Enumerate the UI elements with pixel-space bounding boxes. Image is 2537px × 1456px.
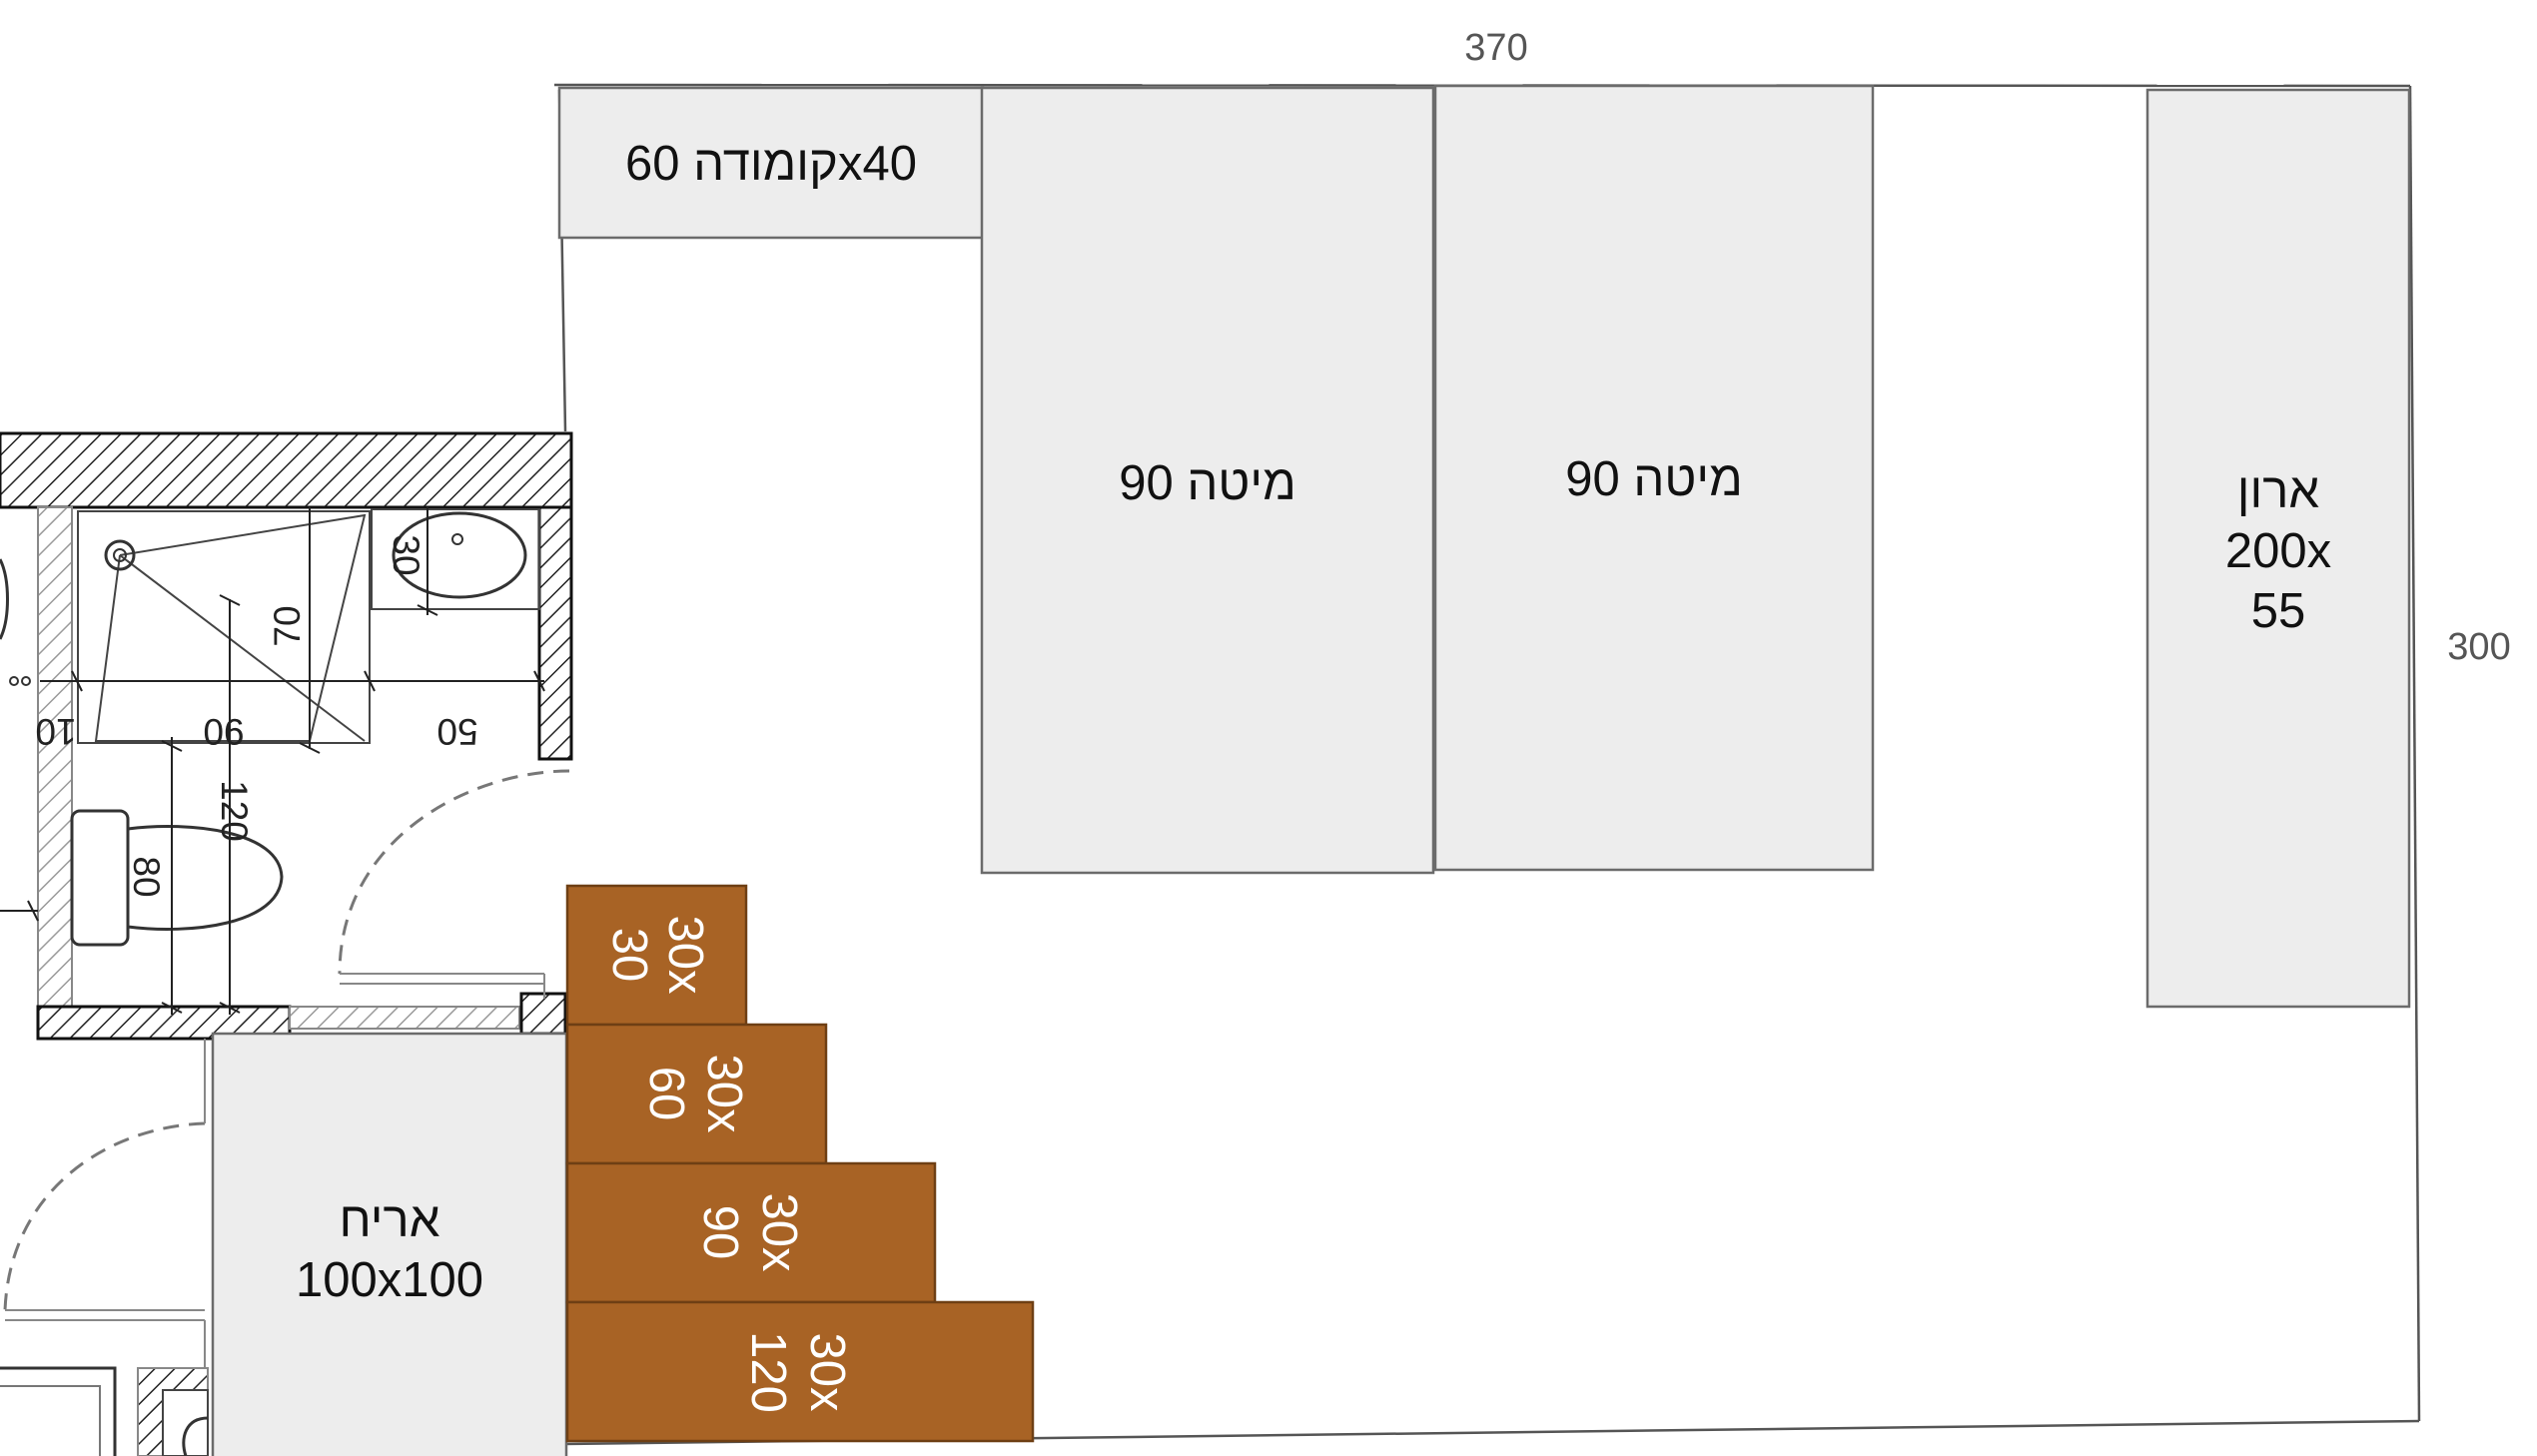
sink-counter <box>371 508 540 610</box>
nightstand-label: קומודה 60x40 <box>625 137 917 191</box>
step-30-line1: 30x <box>658 915 712 994</box>
steps: 30x 30 30x 60 30x 90 30x 120 <box>565 884 1035 1443</box>
bath-dim-50: 50 <box>436 711 477 752</box>
step-60-line2: 60 <box>639 1067 693 1121</box>
shower-drain-icon <box>104 539 136 571</box>
bed-left-label: מיטה 90 <box>1119 456 1296 510</box>
wardrobe-label-line3: 55 <box>2251 584 2306 638</box>
toilet-tank <box>70 809 130 947</box>
bath-bottom-wall-light <box>289 1006 520 1030</box>
width-dimension: 370 <box>1464 27 1527 69</box>
step-120[interactable]: 30x 120 <box>565 1300 1035 1443</box>
step-30-line2: 30 <box>602 928 656 983</box>
shower-diagonal <box>119 554 366 742</box>
bath-bottom-corner <box>519 992 567 1036</box>
height-dimension: 300 <box>2447 626 2510 668</box>
bath-right-wall <box>537 505 573 761</box>
entry-door-swing <box>3 1121 206 1311</box>
bathroom: 90 50 70 30 10 120 80 <box>0 431 573 1456</box>
room-right-wall <box>2408 85 2421 1422</box>
wardrobe-label-line1: ארון <box>2237 464 2320 518</box>
bed-right[interactable]: מיטה 90 <box>1433 84 1875 872</box>
bath-dimension-lines <box>0 507 545 1015</box>
wardrobe-label-line2: 200x <box>2225 524 2331 578</box>
bath-dim-10: 10 <box>35 711 76 752</box>
bath-left-wall <box>37 506 73 1008</box>
step-90-line2: 90 <box>693 1205 747 1260</box>
bath-dim-70: 70 <box>267 605 308 646</box>
cube-label-line2: 100x100 <box>296 1253 483 1307</box>
step-120-line2: 120 <box>741 1331 795 1413</box>
bath-dim-80: 80 <box>126 856 167 897</box>
fixture-partial-icon <box>182 1416 209 1456</box>
bath-dim-30: 30 <box>386 534 426 575</box>
bed-right-label: מיטה 90 <box>1565 452 1743 506</box>
bathroom-door-swing <box>338 769 570 975</box>
bath-top-wall <box>0 431 573 509</box>
wardrobe[interactable]: ארון 200x 55 <box>2145 88 2411 1009</box>
nightstand[interactable]: קומודה 60x40 <box>557 86 985 240</box>
bath-dim-120: 120 <box>214 780 255 842</box>
step-90[interactable]: 30x 90 <box>565 1161 937 1304</box>
step-30[interactable]: 30x 30 <box>565 884 748 1027</box>
step-90-line1: 30x <box>752 1192 806 1271</box>
bed-left[interactable]: מיטה 90 <box>980 86 1435 875</box>
shower-tray <box>77 510 371 744</box>
bath-dim-90: 90 <box>203 711 244 752</box>
step-60[interactable]: 30x 60 <box>565 1023 828 1165</box>
cube-label-line1: אריח <box>340 1193 440 1247</box>
tub-corner <box>0 1366 117 1456</box>
sink-icon <box>392 511 527 599</box>
step-120-line1: 30x <box>800 1332 854 1411</box>
cube[interactable]: אריח 100x100 <box>211 1032 568 1456</box>
step-60-line1: 30x <box>697 1054 751 1132</box>
toilet-icon <box>126 825 284 931</box>
